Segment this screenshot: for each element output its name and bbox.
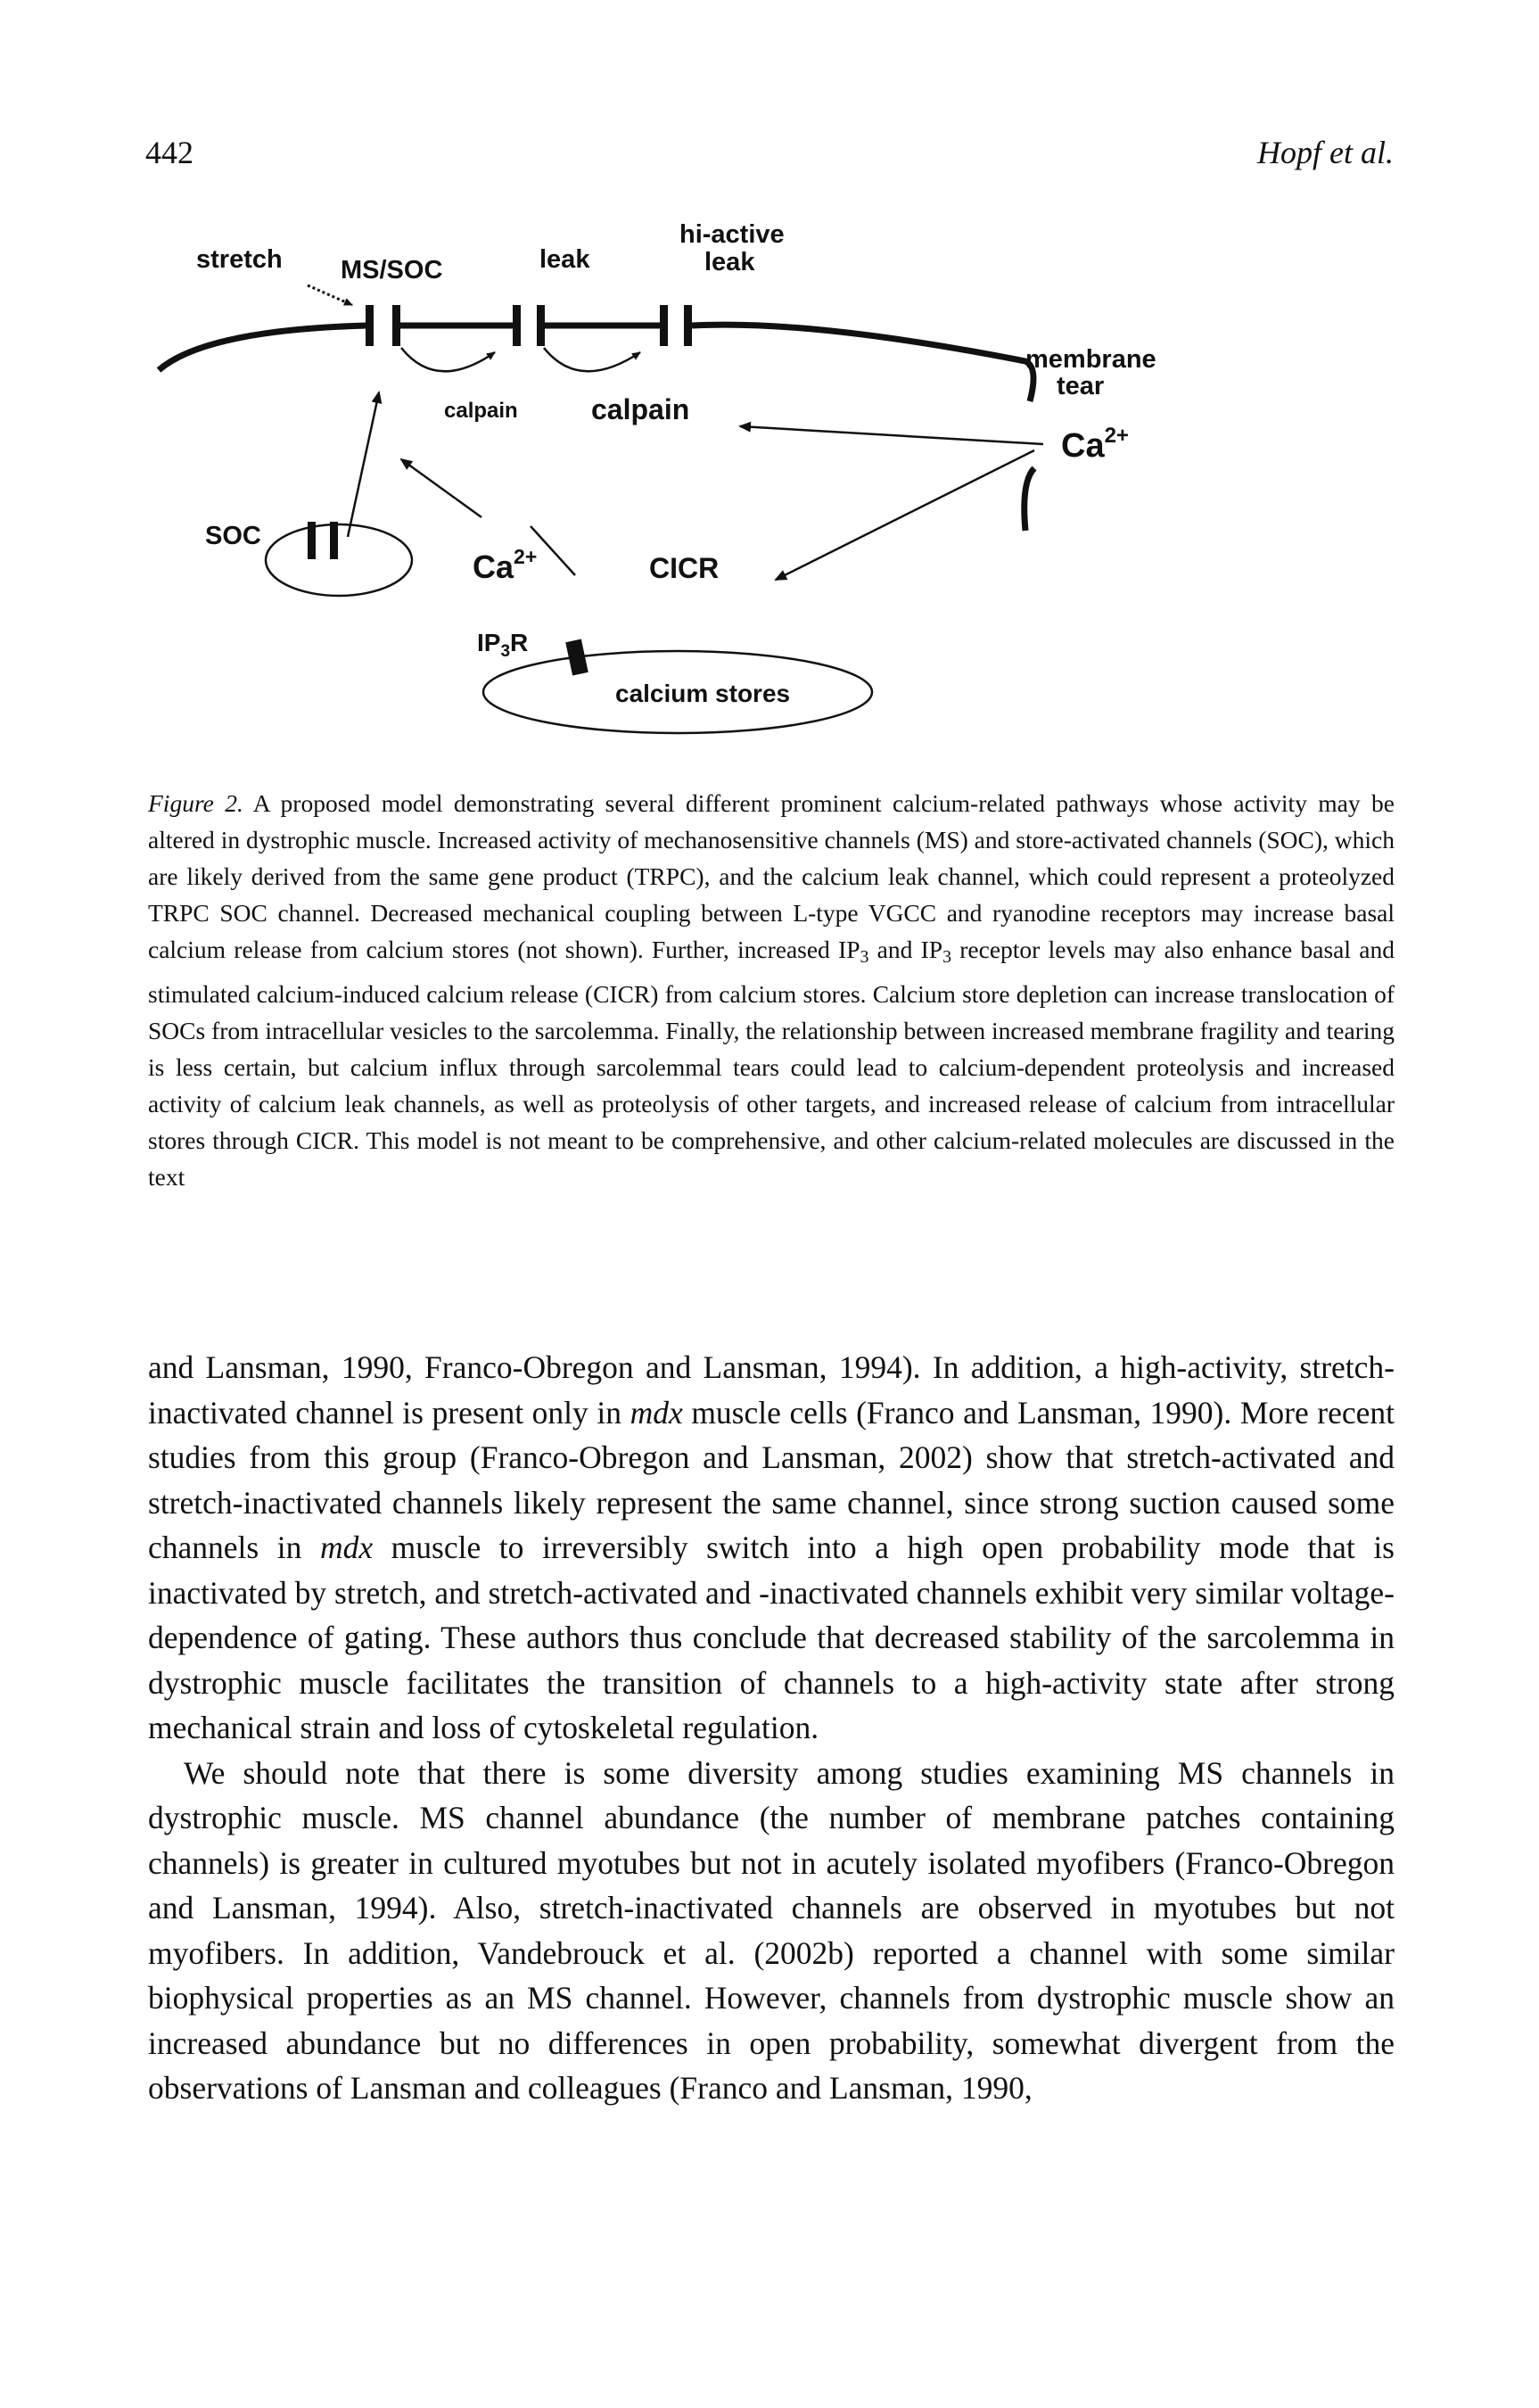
membrane-right-segment: [691, 321, 1037, 402]
label-hi-active-leak: leak: [704, 248, 755, 276]
diagram-svg: stretch MS/SOC leak hi-active leak calpa…: [156, 220, 1156, 735]
membrane-below-tear: [1021, 466, 1037, 532]
ms-soc-channel-right-bar: [392, 305, 400, 346]
calcium-stores-ellipse: [481, 649, 874, 735]
caption-subscript-1: 3: [860, 946, 869, 967]
label-ca-center: Ca2+: [473, 545, 537, 585]
ip3r-block: [565, 639, 588, 676]
paragraph-2: We should note that there is some divers…: [148, 1754, 1395, 2107]
label-hi-active: hi-active: [679, 220, 785, 249]
paragraph-1-part-c: muscle to irreversibly switch into a hig…: [148, 1530, 1395, 1745]
label-soc: SOC: [205, 522, 261, 550]
page-number: 442: [145, 135, 193, 170]
soc-vesicle: [264, 523, 414, 598]
caption-text-1: A proposed model demonstrating several d…: [148, 789, 1395, 963]
label-calpain-small: calpain: [444, 399, 518, 423]
arrow-soc-to-membrane: [346, 391, 383, 538]
calpain-arc-1: [400, 347, 496, 373]
label-cicr: CICR: [649, 552, 719, 584]
paragraph-1: and Lansman, 1990, Franco-Obregon and La…: [148, 1345, 1395, 1751]
label-calcium-stores: calcium stores: [615, 680, 790, 707]
hi-active-leak-channel-left-bar: [660, 305, 668, 346]
label-tear: tear: [1057, 372, 1104, 400]
leak-channel-right-bar: [537, 305, 545, 346]
figure-2-diagram: stretch MS/SOC leak hi-active leak calpa…: [134, 214, 1186, 749]
arrow-ca-to-ms-soc: [399, 458, 482, 519]
caption-text-2: and IP: [868, 936, 943, 963]
label-membrane: membrane: [1025, 345, 1156, 374]
label-calpain-large: calpain: [591, 393, 689, 425]
paragraph-1-part-b: muscle cells (Franco and Lansman, 1990).…: [148, 1394, 1395, 1566]
label-stretch: stretch: [196, 245, 283, 274]
soc-channel-left-bar: [308, 522, 316, 559]
calpain-arc-2: [543, 347, 641, 373]
soc-channel-right-bar: [330, 522, 338, 559]
label-ms-soc: MS/SOC: [341, 256, 442, 285]
mdx-term-2: mdx: [319, 1530, 374, 1565]
paragraph-1-part-a: and Lansman, 1990, Franco-Obregon and La…: [148, 1349, 1395, 1431]
figure-caption: Figure 2. A proposed model demonstrating…: [148, 785, 1395, 1195]
line-ip3r-to-ca: [530, 525, 576, 576]
arrow-ca-to-calpain: [738, 421, 1044, 446]
label-ca-right: Ca2+: [1061, 424, 1129, 465]
caption-subscript-2: 3: [942, 946, 951, 967]
running-head: Hopf et al.: [1257, 135, 1394, 170]
arrow-ca-to-cicr: [774, 449, 1035, 581]
ms-soc-channel-left-bar: [366, 305, 374, 346]
label-ip3r: IP3R: [477, 629, 528, 661]
stretch-arrow: [307, 284, 353, 307]
hi-active-leak-channel-right-bar: [684, 305, 692, 346]
leak-channel-left-bar: [513, 305, 521, 346]
caption-text-3: receptor levels may also enhance basal a…: [148, 936, 1395, 1191]
membrane-left-segment: [156, 322, 368, 373]
mdx-term-1: mdx: [630, 1394, 683, 1431]
figure-label: Figure 2.: [148, 789, 243, 817]
body-text: and Lansman, 1990, Franco-Obregon and La…: [148, 1345, 1395, 2111]
label-leak: leak: [539, 245, 590, 274]
